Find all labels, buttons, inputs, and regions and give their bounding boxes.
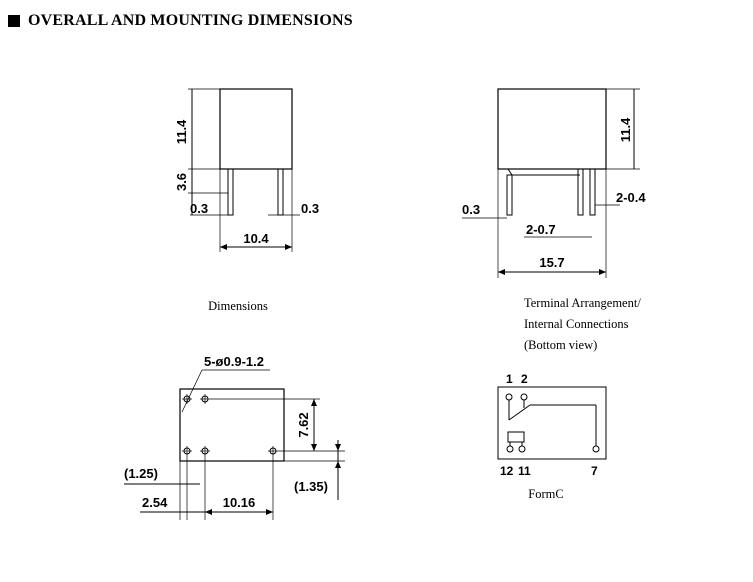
pin-front-right xyxy=(589,168,596,216)
section-heading: OVERALL AND MOUNTING DIMENSIONS xyxy=(8,10,353,32)
schematic-frame xyxy=(497,386,607,460)
form-label: FormC xyxy=(528,487,563,501)
dim-length: 15.7 xyxy=(539,255,564,270)
pin-right xyxy=(277,168,284,216)
pin-front-left xyxy=(506,174,513,216)
dim-pin-right: 0.3 xyxy=(301,201,319,216)
dim-row-spacing: 7.62 xyxy=(296,412,311,437)
dim-holes: 5-ø0.9-1.2 xyxy=(204,354,264,369)
pin-label-7: 7 xyxy=(591,464,598,478)
contact-7 xyxy=(592,445,600,453)
caption-terminal-line3: (Bottom view) xyxy=(524,338,597,352)
dim-front-height: 11.4 xyxy=(618,117,633,142)
dim-pitch-large: 10.16 xyxy=(223,495,256,510)
caption-dimensions: Dimensions xyxy=(208,299,268,313)
contact-11 xyxy=(518,445,526,453)
mounting-view: 5-ø0.9-1.2 7.62 (1.35) (1.25) 2.54 10.16 xyxy=(124,354,345,520)
coil-symbol xyxy=(507,431,525,443)
contact-1 xyxy=(505,393,513,401)
contact-12 xyxy=(506,445,514,453)
dim-offset-right: (1.35) xyxy=(294,479,328,494)
relay-body-front xyxy=(497,88,607,170)
pin-left xyxy=(227,168,234,216)
dim-pitch-small: 2.54 xyxy=(142,495,168,510)
mounting-holes xyxy=(182,394,278,456)
caption-terminal-line2: Internal Connections xyxy=(524,317,629,331)
pin-front-mid xyxy=(577,168,584,216)
dim-offset-left: (1.25) xyxy=(124,466,158,481)
pin-label-1: 1 xyxy=(506,372,513,386)
dim-width: 10.4 xyxy=(243,231,269,246)
dim-pin-left: 0.3 xyxy=(190,201,208,216)
front-view: 11.4 2-0.4 0.3 2-0.7 15.7 xyxy=(462,88,646,278)
dim-height: 11.4 xyxy=(174,119,189,144)
contact-2 xyxy=(520,393,528,401)
bullet-square-icon xyxy=(8,15,20,27)
pin-label-11: 11 xyxy=(518,464,531,478)
section-title: OVERALL AND MOUNTING DIMENSIONS xyxy=(28,12,353,29)
schematic-view: 1 2 12 11 7 FormC xyxy=(497,372,607,501)
dim-pin-width: 2-0.4 xyxy=(616,190,646,205)
dim-pin-length: 3.6 xyxy=(174,173,189,191)
side-view: 11.4 3.6 0.3 0.3 10.4 xyxy=(174,88,319,252)
relay-body-side xyxy=(219,88,293,170)
pin-label-2: 2 xyxy=(521,372,528,386)
dim-pin-spacing: 2-0.7 xyxy=(526,222,556,237)
caption-terminal-line1: Terminal Arrangement/ xyxy=(524,296,641,310)
pin-label-12: 12 xyxy=(500,464,514,478)
pcb-footprint xyxy=(179,388,285,462)
dim-front-pin-left: 0.3 xyxy=(462,202,480,217)
